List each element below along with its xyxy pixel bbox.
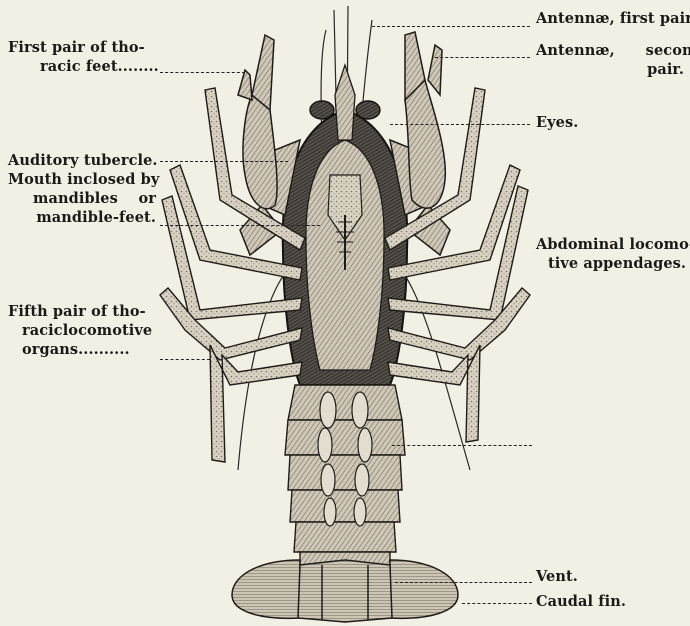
- label-abdominal-line1: Abdominal locomo-: [536, 235, 690, 254]
- label-abdominal-line2: tive appendages.: [536, 254, 690, 273]
- leader-first-thoracic: [160, 72, 245, 73]
- label-first-thoracic-line2: racic feet........: [8, 57, 159, 76]
- leader-abdominal: [392, 445, 532, 446]
- label-fifth-pair-line1: Fifth pair of tho-: [8, 302, 152, 321]
- label-mouth-line1: Mouth inclosed by: [8, 170, 156, 189]
- caudal-fin: [232, 560, 458, 622]
- label-mouth-line2: mandibles or: [8, 189, 156, 208]
- label-first-thoracic-line1: First pair of tho-: [8, 38, 159, 57]
- label-caudal-fin: Caudal fin.: [536, 592, 626, 611]
- label-first-thoracic-feet: First pair of tho- racic feet........: [8, 38, 159, 76]
- label-fifth-pair-line2: raciclocomotive: [8, 321, 152, 340]
- label-antennae-first-pair: Antennæ, first pair.: [536, 9, 690, 28]
- leader-eyes: [390, 124, 530, 125]
- leader-auditory: [160, 161, 288, 162]
- label-vent-line: Vent.: [536, 567, 578, 586]
- label-fifth-pair: Fifth pair of tho- raciclocomotive organ…: [8, 302, 152, 359]
- label-auditory-mouth: Auditory tubercle. Mouth inclosed by man…: [8, 151, 156, 227]
- label-antennae-second-line2: pair.: [536, 60, 684, 79]
- label-eyes-line: Eyes.: [536, 113, 578, 132]
- label-vent: Vent.: [536, 567, 578, 586]
- leader-vent: [395, 582, 532, 583]
- label-abdominal-appendages: Abdominal locomo- tive appendages.: [536, 235, 690, 273]
- leader-mouth: [160, 225, 320, 226]
- leader-fifth-pair: [160, 359, 210, 360]
- label-caudal-line: Caudal fin.: [536, 592, 626, 611]
- right-walking-legs: [385, 88, 530, 442]
- label-mouth-line3: mandible-feet.: [8, 208, 156, 227]
- leader-antennae-second: [435, 57, 530, 58]
- left-walking-legs: [160, 88, 305, 462]
- label-fifth-pair-line3: organs..........: [8, 340, 152, 359]
- leader-caudal: [462, 603, 532, 604]
- abdomen: [285, 385, 405, 585]
- leader-antennae-first: [372, 26, 530, 27]
- label-antennae-second-pair: Antennæ, second pair.: [536, 41, 684, 79]
- label-antennae-second-line1: Antennæ, second: [536, 41, 684, 60]
- label-auditory-line: Auditory tubercle.: [8, 151, 156, 170]
- label-eyes: Eyes.: [536, 113, 578, 132]
- label-antennae-first-line: Antennæ, first pair.: [536, 9, 690, 28]
